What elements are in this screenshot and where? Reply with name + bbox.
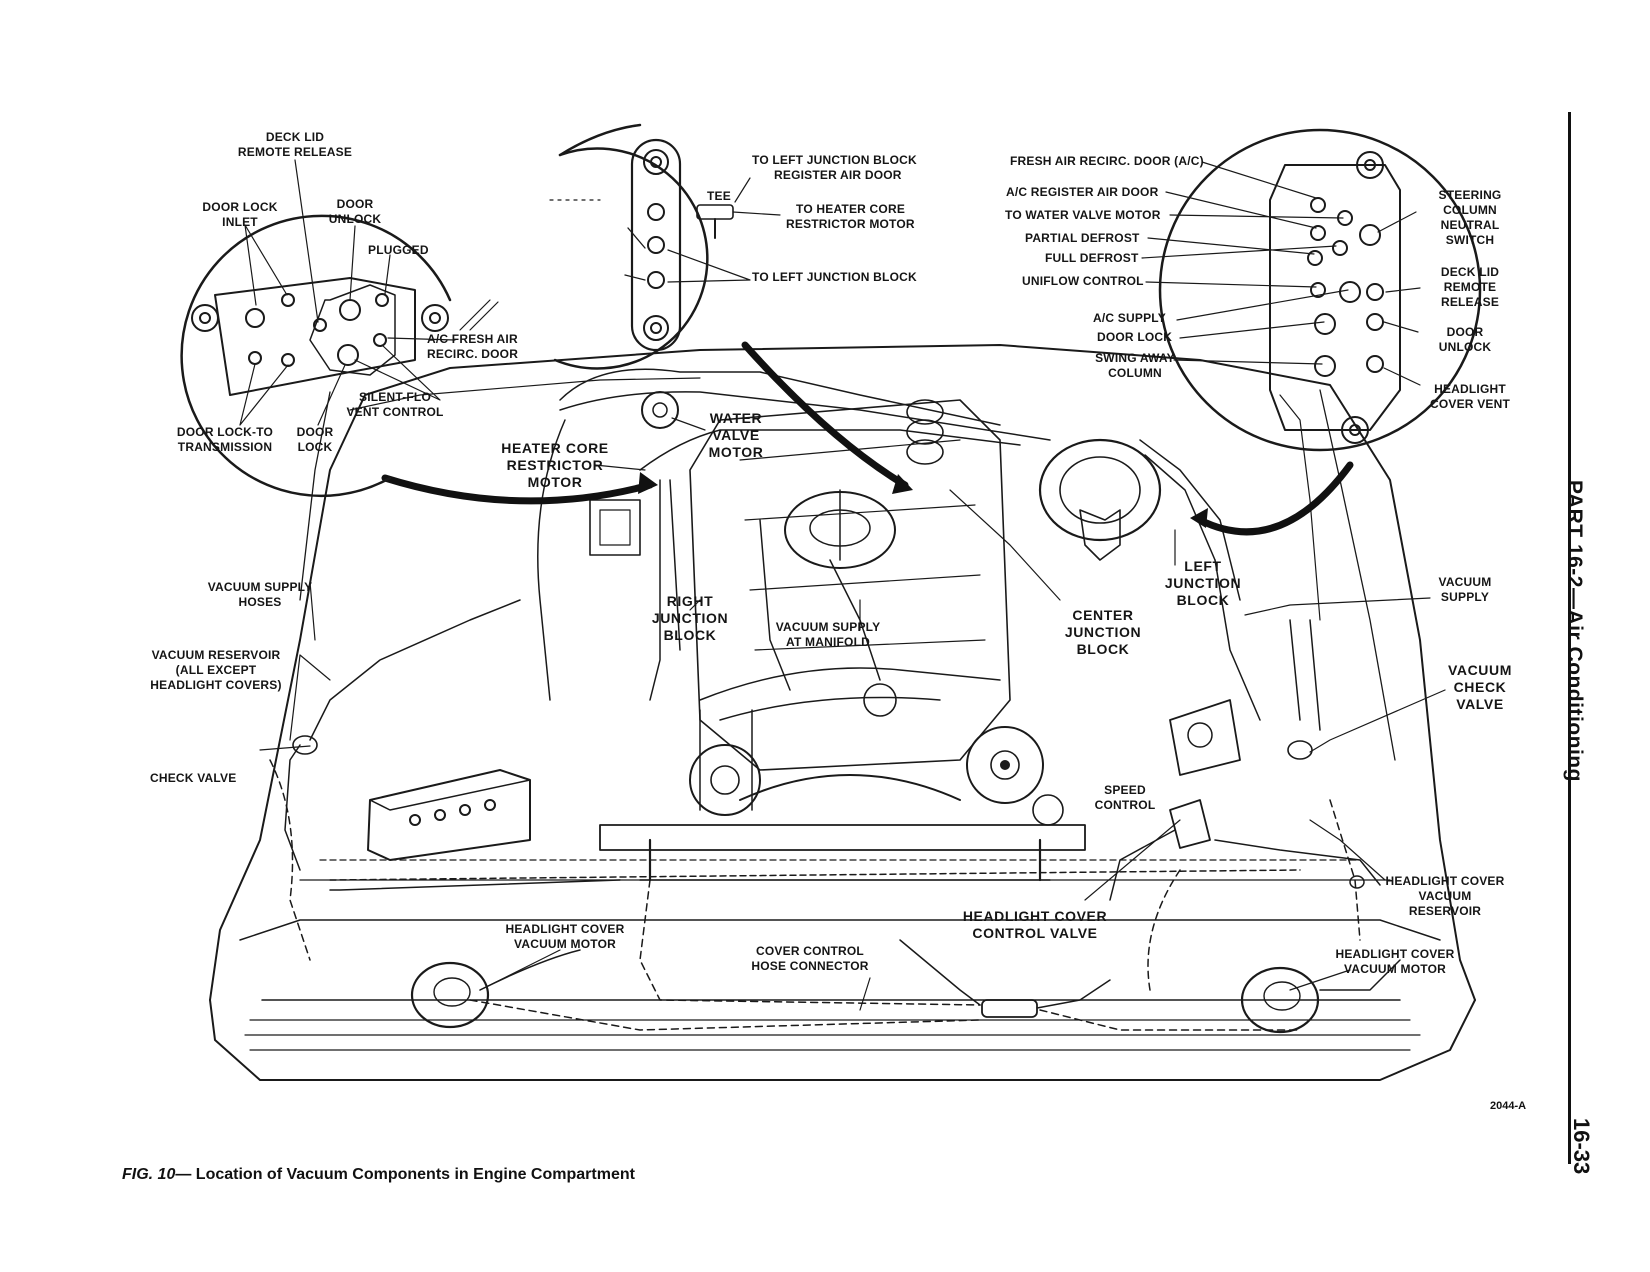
label-door-lock-right: DOOR LOCK xyxy=(1097,330,1173,344)
label-uniflow-control: UNIFLOW CONTROL xyxy=(1022,274,1144,288)
label-left-junction-block: LEFT JUNCTION BLOCK xyxy=(1164,558,1242,608)
label-water-valve-motor: WATER VALVE MOTOR xyxy=(708,410,764,460)
label-headlight-cover-vacuum-motor-left: HEADLIGHT COVER VACUUM MOTOR xyxy=(505,922,625,951)
label-to-heater-core-restrictor-motor: TO HEATER CORE RESTRICTOR MOTOR xyxy=(786,202,915,231)
label-headlight-cover-vent: HEADLIGHT COVER VENT xyxy=(1429,382,1511,411)
label-door-unlock-right: DOOR UNLOCK xyxy=(1438,325,1492,354)
label-vacuum-supply: VACUUM SUPPLY xyxy=(1438,575,1492,604)
label-heater-core-restrictor-motor: HEATER CORE RESTRICTOR MOTOR xyxy=(501,440,609,490)
label-partial-defrost: PARTIAL DEFROST xyxy=(1025,231,1140,245)
label-right-junction-block: RIGHT JUNCTION BLOCK xyxy=(651,593,729,643)
right-detail-circle xyxy=(1141,128,1482,452)
label-speed-control: SPEED CONTROL xyxy=(1094,783,1156,812)
label-headlight-cover-vacuum-reservoir: HEADLIGHT COVER VACUUM RESERVOIR xyxy=(1385,874,1505,918)
label-steering-column-neutral-switch: STEERING COLUMN NEUTRAL SWITCH xyxy=(1438,188,1502,247)
label-vacuum-reservoir: VACUUM RESERVOIR (ALL EXCEPT HEADLIGHT C… xyxy=(150,648,282,692)
label-ac-register-air-door: A/C REGISTER AIR DOOR xyxy=(1006,185,1159,199)
left-detail-circle xyxy=(180,159,499,498)
label-center-junction-block: CENTER JUNCTION BLOCK xyxy=(1064,607,1142,657)
car-body-outline xyxy=(209,344,1476,1081)
label-ac-fresh-air-recirc-door: A/C FRESH AIR RECIRC. DOOR xyxy=(427,332,519,361)
label-door-unlock: DOOR UNLOCK xyxy=(328,197,382,226)
detail-arrows xyxy=(381,341,1354,536)
figure-code: 2044-A xyxy=(1490,1100,1527,1112)
label-swing-away-column: SWING AWAY COLUMN xyxy=(1095,351,1175,380)
label-door-lock-inlet: DOOR LOCK INLET xyxy=(202,200,278,229)
label-vacuum-supply-at-manifold: VACUUM SUPPLY AT MANIFOLD xyxy=(775,620,881,649)
label-ac-supply: A/C SUPPLY xyxy=(1093,311,1166,325)
label-headlight-cover-vacuum-motor-right: HEADLIGHT COVER VACUUM MOTOR xyxy=(1335,947,1455,976)
figure-number: FIG. 10 xyxy=(122,1166,176,1183)
label-full-defrost: FULL DEFROST xyxy=(1045,251,1139,265)
figure-caption: FIG. 10— Location of Vacuum Components i… xyxy=(122,1166,635,1184)
label-cover-control-hose-connector: COVER CONTROL HOSE CONNECTOR xyxy=(751,944,869,973)
page-number: 16-33 xyxy=(1569,1118,1594,1175)
center-detail-circle xyxy=(549,123,781,370)
label-door-lock-to-transmission: DOOR LOCK-TO TRANSMISSION xyxy=(176,425,274,454)
label-deck-lid-remote-release: DECK LID REMOTE RELEASE xyxy=(237,130,353,159)
label-door-lock: DOOR LOCK xyxy=(296,425,334,454)
label-vacuum-supply-hoses: VACUUM SUPPLY HOSES xyxy=(207,580,313,609)
label-check-valve: CHECK VALVE xyxy=(150,771,237,785)
label-headlight-cover-control-valve: HEADLIGHT COVER CONTROL VALVE xyxy=(962,908,1108,941)
label-fresh-air-recirc-door-ac: FRESH AIR RECIRC. DOOR (A/C) xyxy=(1010,154,1204,168)
label-silent-flo-vent-control: SILENT-FLO VENT CONTROL xyxy=(346,390,444,419)
label-to-left-junction-block-register: TO LEFT JUNCTION BLOCK REGISTER AIR DOOR xyxy=(752,153,917,182)
label-plugged: PLUGGED xyxy=(368,243,429,257)
caption-text: — Location of Vacuum Components in Engin… xyxy=(175,1166,635,1183)
margin-rule xyxy=(1568,112,1571,1164)
label-to-left-junction-block: TO LEFT JUNCTION BLOCK xyxy=(752,270,917,284)
label-to-water-valve-motor: TO WATER VALVE MOTOR xyxy=(1005,208,1161,222)
label-deck-lid-remote-release-right: DECK LID REMOTE RELEASE xyxy=(1440,265,1500,309)
label-vacuum-check-valve: VACUUM CHECK VALVE xyxy=(1447,662,1513,712)
label-tee: TEE xyxy=(707,189,731,203)
part-title: PART 16-2—Air Conditioning xyxy=(1563,480,1586,782)
engine-block xyxy=(292,391,1365,1034)
engine-leaders xyxy=(259,417,1446,1011)
